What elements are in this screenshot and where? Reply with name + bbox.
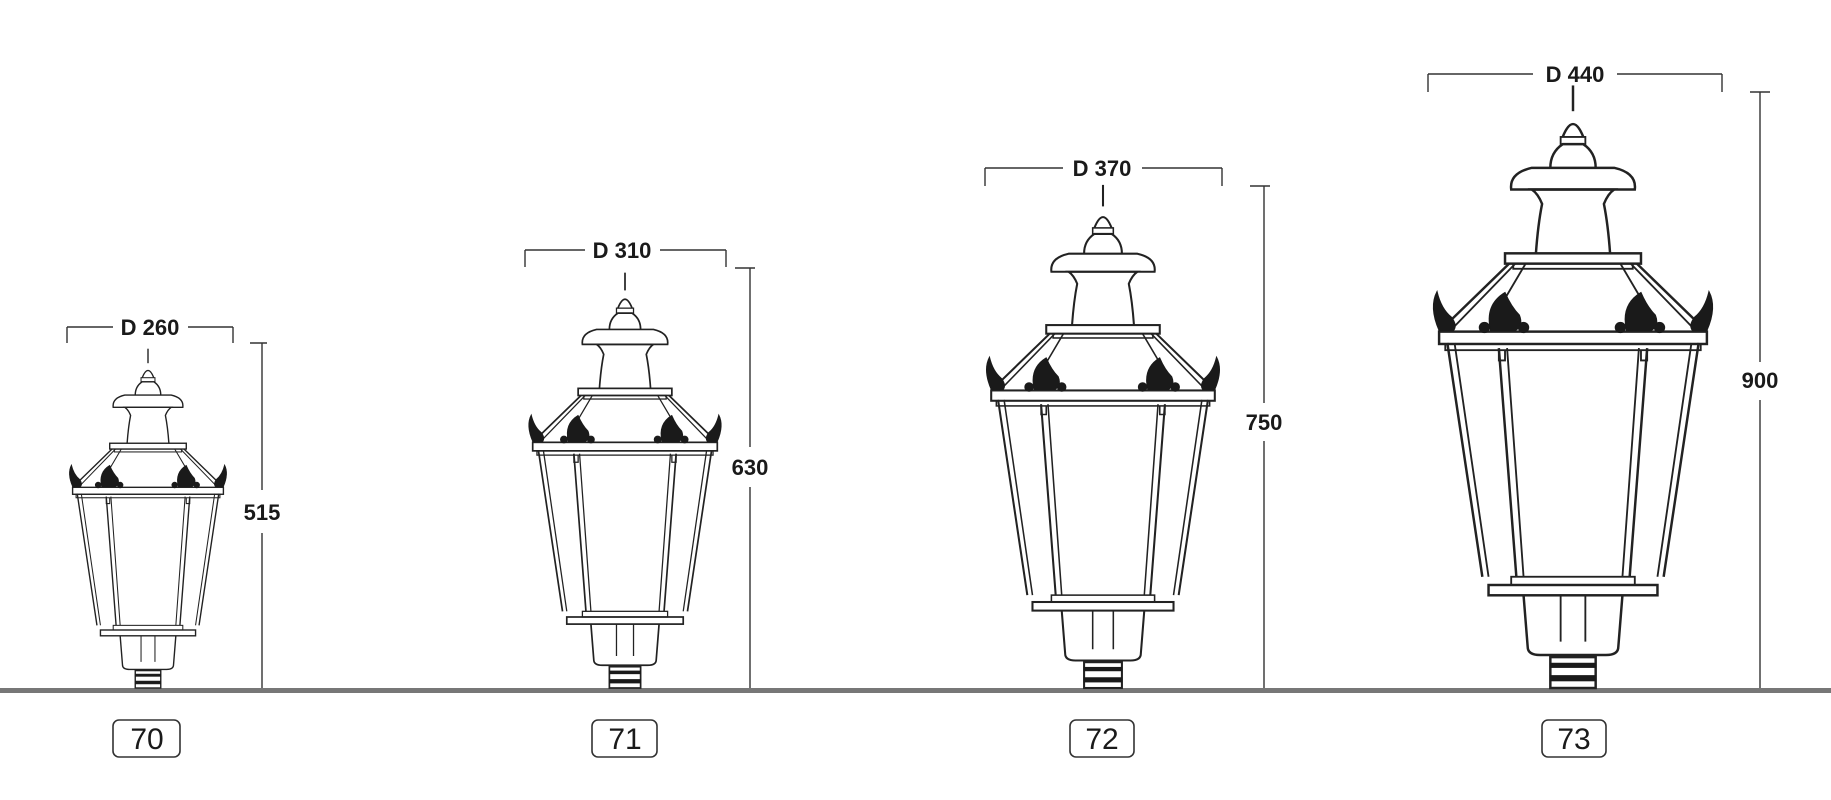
lantern-73-model-badge: 73 [1541, 719, 1607, 758]
lantern-70: D 260 515 70 [66, 315, 281, 758]
lantern-73-height-label: 900 [1742, 368, 1779, 393]
lantern-71-height-dimension: 630 [732, 267, 769, 688]
lantern-70-height-label: 515 [244, 500, 281, 525]
lantern-70-height-dimension: 515 [244, 342, 281, 688]
lantern-72-model-badge: 72 [1069, 719, 1135, 758]
lantern-73: D 440 900 73 [1427, 62, 1779, 758]
ground-line [0, 688, 1831, 693]
lantern-72-drawing [985, 183, 1221, 690]
lantern-71-diameter-label: D 310 [593, 238, 652, 263]
lantern-71-model-badge: 71 [591, 719, 658, 758]
lantern-70-model-number: 70 [130, 723, 163, 756]
lantern-71-height-label: 630 [732, 455, 769, 480]
lantern-70-model-badge: 70 [112, 719, 181, 758]
lantern-72-diameter-dimension: D 370 [984, 156, 1223, 186]
lantern-73-model-number: 73 [1557, 723, 1590, 756]
lantern-70-diameter-label: D 260 [121, 315, 180, 340]
lantern-71: D 310 630 71 [524, 238, 769, 758]
lantern-73-diameter-dimension: D 440 [1427, 62, 1723, 92]
lantern-72-height-label: 750 [1246, 410, 1283, 435]
lantern-71-drawing [527, 271, 723, 689]
lantern-72-model-number: 72 [1085, 723, 1118, 756]
lantern-73-drawing [1432, 84, 1714, 690]
lantern-70-drawing [68, 348, 228, 689]
lantern-70-diameter-dimension: D 260 [66, 315, 234, 343]
lantern-73-diameter-label: D 440 [1546, 62, 1605, 87]
lantern-73-height-dimension: 900 [1742, 91, 1779, 688]
lantern-72-height-dimension: 750 [1246, 185, 1283, 688]
lantern-71-model-number: 71 [608, 723, 641, 756]
lantern-72: D 370 750 72 [984, 156, 1283, 758]
lantern-72-diameter-label: D 370 [1073, 156, 1132, 181]
lantern-71-diameter-dimension: D 310 [524, 238, 727, 267]
